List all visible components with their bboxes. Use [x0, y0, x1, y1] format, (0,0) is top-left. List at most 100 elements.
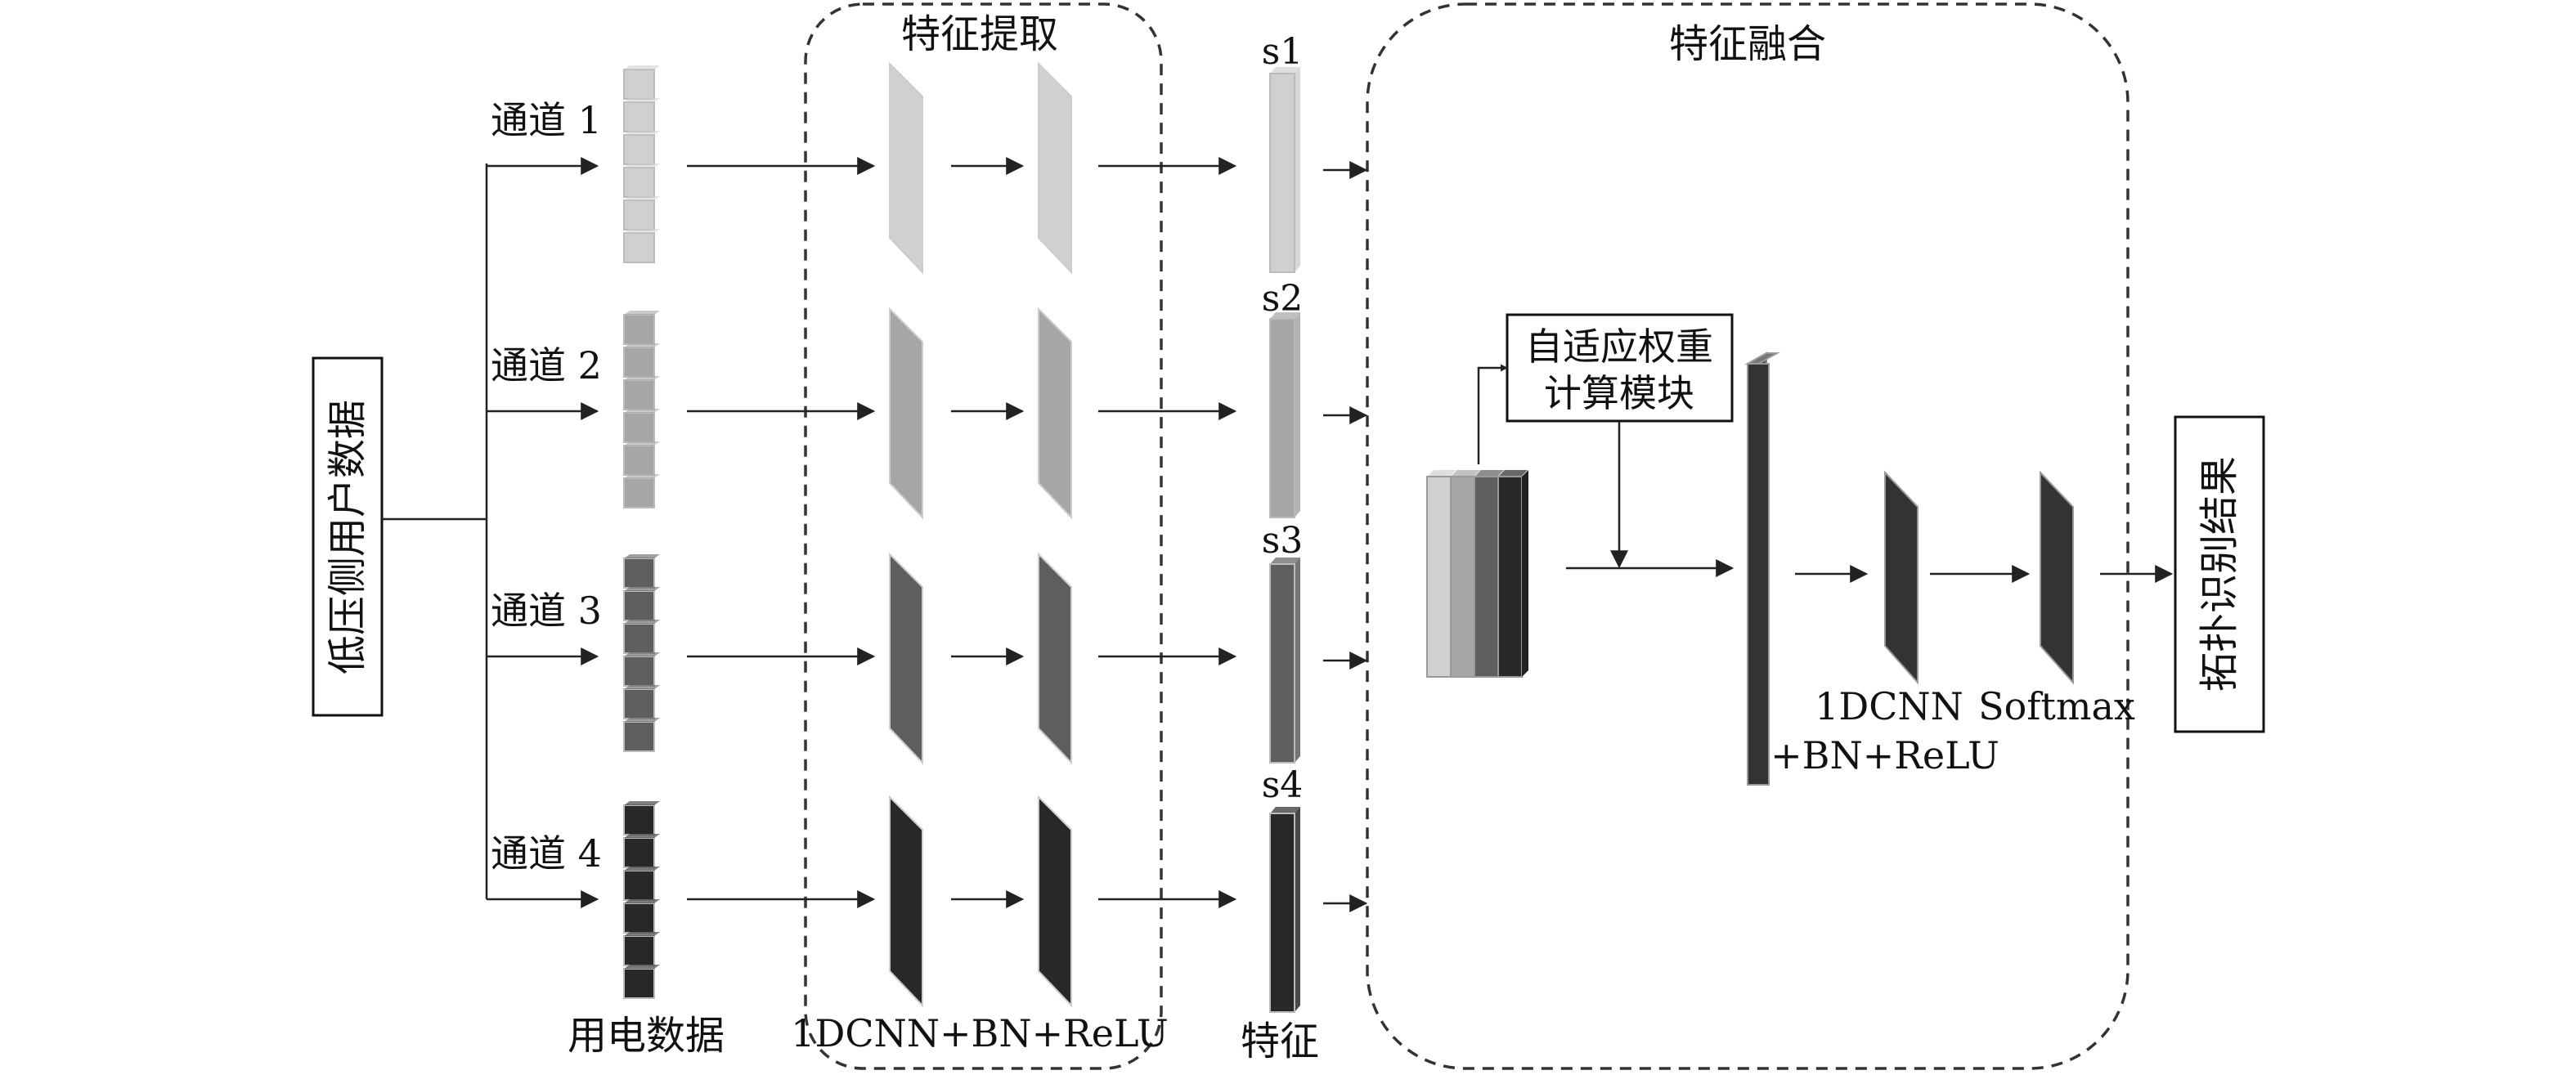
- channel-row-3: 通道 3 s3: [487, 520, 1368, 765]
- input-segment-top: [624, 652, 660, 656]
- feature-bar-side: [1295, 558, 1300, 763]
- fusion-conv-label-1: 1DCNN: [1815, 684, 1963, 728]
- stack-to-weight-arrow: [1477, 364, 1508, 464]
- input-segment: [623, 590, 655, 621]
- input-segment: [623, 870, 655, 901]
- input-segment: [623, 804, 655, 835]
- input-segment-top: [624, 343, 660, 347]
- input-segment-top: [624, 376, 660, 380]
- input-segment: [623, 623, 655, 654]
- feature-bar-side: [1295, 807, 1300, 1012]
- feature-label: s3: [1262, 520, 1304, 562]
- feature-bar-top: [1270, 67, 1300, 74]
- feature-bar-top: [1270, 312, 1300, 319]
- input-data-box: 低压侧用户数据: [312, 356, 384, 717]
- fused-slab: [1450, 476, 1475, 678]
- fusion-conv-layer: [1744, 352, 1780, 786]
- feature-extraction-title: 特征提取: [901, 11, 1058, 57]
- conv1-layer: [889, 61, 923, 275]
- input-segment: [623, 167, 655, 198]
- input-segment-top: [624, 867, 660, 871]
- input-segment-top: [624, 587, 660, 591]
- fusion-pool-layer: [1884, 470, 1919, 685]
- channel-label: 通道 3: [491, 589, 602, 633]
- feature-bar: [1269, 73, 1295, 273]
- input-segment-top: [624, 620, 660, 624]
- fused-feature-stack: [1426, 470, 1528, 678]
- input-segment-top: [624, 98, 660, 102]
- fused-slab-top: [1427, 470, 1456, 477]
- fused-slab-side: [1522, 470, 1528, 677]
- softmax-layer: [2040, 470, 2074, 685]
- input-segment: [623, 558, 655, 589]
- feature-label: s2: [1262, 278, 1304, 320]
- input-segment: [623, 968, 655, 999]
- feature-bar-top: [1270, 558, 1300, 564]
- input-segment-top: [624, 131, 660, 135]
- input-segment-top: [624, 685, 660, 689]
- conv1-layer: [889, 795, 923, 1008]
- fusion-conv-label-2: +BN+ReLU: [1770, 733, 1999, 777]
- feature-bar-side: [1295, 312, 1300, 517]
- input-segment-top: [624, 932, 660, 936]
- conv2-layer: [1038, 307, 1072, 520]
- fused-slab-top: [1498, 470, 1528, 477]
- feature-fusion-region: [1366, 2, 2129, 1070]
- input-segment: [623, 837, 655, 868]
- conv2-layer: [1038, 552, 1072, 765]
- feature-bar: [1269, 318, 1295, 518]
- input-segment: [623, 688, 655, 719]
- input-segment-top: [624, 163, 660, 168]
- input-segment: [623, 721, 655, 752]
- input-segment: [623, 935, 655, 966]
- weight-module-box: 自适应权重 计算模块: [1506, 313, 1734, 423]
- feature-extraction-region: [804, 2, 1163, 1070]
- input-segment: [623, 232, 655, 263]
- channel-label: 通道 4: [491, 831, 602, 876]
- fused-slab: [1426, 476, 1452, 678]
- fused-slab-top: [1474, 470, 1504, 477]
- feature-bar: [1269, 813, 1295, 1013]
- input-segment-top: [624, 65, 660, 69]
- input-segment-top: [624, 965, 660, 969]
- conv2-layer: [1038, 795, 1072, 1008]
- input-segment: [623, 69, 655, 100]
- feature-fusion-title: 特征融合: [1669, 21, 1826, 67]
- conv2-layer: [1038, 61, 1072, 275]
- input-segment: [623, 477, 655, 508]
- input-segment-top: [624, 718, 660, 722]
- feature-bar: [1269, 563, 1295, 764]
- output-result-label: 拓扑识别结果: [2197, 456, 2242, 692]
- input-segment-top: [624, 196, 660, 200]
- channel-label: 通道 1: [491, 98, 602, 142]
- input-segment: [623, 445, 655, 476]
- weight-module-line-2: 计算模块: [1544, 371, 1694, 415]
- conv1-layer: [889, 307, 923, 520]
- output-result-box: 拓扑识别结果: [2174, 415, 2265, 733]
- weight-module-line-1: 自适应权重: [1525, 325, 1713, 369]
- electricity-data-label: 用电数据: [568, 1013, 725, 1059]
- feature-bar-side: [1295, 67, 1300, 272]
- input-segment: [623, 412, 655, 443]
- input-segment-top: [624, 554, 660, 558]
- channel-row-4: 通道 4 s4: [487, 764, 1368, 1013]
- input-segment-top: [624, 899, 660, 903]
- input-segment-top: [624, 474, 660, 478]
- input-segment: [623, 379, 655, 410]
- input-segment: [623, 134, 655, 165]
- input-segment-top: [624, 311, 660, 315]
- softmax-label: Softmax: [1978, 684, 2135, 728]
- input-segment-top: [624, 801, 660, 805]
- extraction-layer-label: 1DCNN+BN+ReLU: [791, 1011, 1169, 1055]
- channel-row-2: 通道 2 s2: [487, 278, 1368, 520]
- input-segment-top: [624, 409, 660, 413]
- channel-label: 通道 2: [491, 343, 602, 387]
- input-segment-top: [624, 834, 660, 838]
- feature-label: s4: [1262, 764, 1304, 806]
- input-segment: [623, 903, 655, 934]
- fused-slab-top: [1451, 470, 1480, 477]
- fused-slab: [1497, 476, 1523, 678]
- input-segment: [623, 101, 655, 132]
